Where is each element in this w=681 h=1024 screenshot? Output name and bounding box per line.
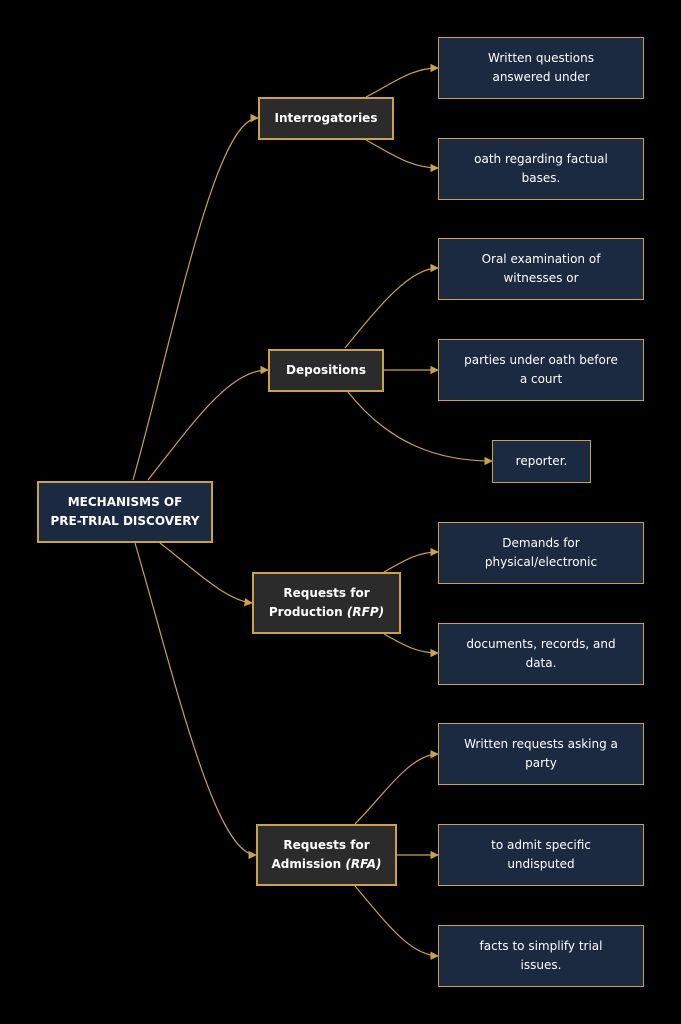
leaf-text-line2: data.	[525, 656, 557, 670]
leaf-text-line1: to admit specific	[491, 838, 591, 852]
leaf-text-line1: Demands for	[502, 536, 580, 550]
branch-depositions: Depositions	[268, 349, 384, 392]
leaf-text-line1: oath regarding factual	[474, 152, 608, 166]
leaf-rfa-1: Written requests asking a party	[438, 723, 644, 785]
leaf-interrogatories-2: oath regarding factual bases.	[438, 138, 644, 200]
leaf-rfa-2: to admit specific undisputed	[438, 824, 644, 886]
leaf-text-line1: Written requests asking a	[464, 737, 618, 751]
edge-rfa-leaf-3	[354, 885, 439, 960]
root-label-line2: PRE-TRIAL DISCOVERY	[50, 514, 200, 528]
root-node: MECHANISMS OF PRE-TRIAL DISCOVERY	[37, 481, 213, 543]
branch-rfp-abbr: (RFP)	[346, 605, 385, 619]
leaf-text-line2: physical/electronic	[484, 555, 598, 569]
branch-interrogatories: Interrogatories	[258, 97, 394, 140]
edge-interrogatories-leaf-2	[365, 139, 439, 173]
root-label-line1: MECHANISMS OF	[67, 495, 183, 509]
branch-rfp-label-line1: Requests for	[283, 586, 370, 600]
leaf-text-line1: documents, records, and	[466, 637, 616, 651]
edge-depositions-leaf-3	[347, 391, 493, 466]
edge-rfp-leaf-2	[383, 633, 439, 658]
leaf-interrogatories-1: Written questions answered under	[438, 37, 644, 99]
branch-interrogatories-label: Interrogatories	[274, 111, 378, 125]
leaf-rfp-2: documents, records, and data.	[438, 623, 644, 685]
leaf-text-line2: issues.	[520, 958, 562, 972]
edge-depositions-leaf-1	[344, 263, 439, 349]
edge-interrogatories-leaf-1	[365, 63, 439, 98]
leaf-depositions-3: reporter.	[492, 440, 591, 483]
branch-rfa-label-line1: Requests for	[283, 838, 370, 852]
branch-rfp: Requests for Production (RFP)	[252, 572, 401, 634]
leaf-text-line1: Written questions	[488, 51, 594, 65]
branch-rfa-label-line2: Admission	[271, 857, 342, 871]
branch-depositions-label: Depositions	[286, 363, 366, 377]
edge-rfp-leaf-1	[383, 547, 439, 573]
leaf-depositions-2: parties under oath before a court	[438, 339, 644, 401]
leaf-text-line1: Oral examination of	[481, 252, 601, 266]
leaf-rfp-1: Demands for physical/electronic	[438, 522, 644, 584]
branch-rfp-label-line2: Production	[268, 605, 343, 619]
leaf-text-line2: party	[525, 756, 557, 770]
leaf-text-line1: parties under oath before	[464, 353, 618, 367]
edge-rfa-leaf-1	[354, 750, 439, 825]
leaf-text-line2: undisputed	[507, 857, 575, 871]
leaf-text-line2: witnesses or	[503, 271, 579, 285]
edge-root-depositions	[147, 365, 269, 481]
leaf-text-line2: answered under	[492, 70, 590, 84]
leaf-rfa-3: facts to simplify trial issues.	[438, 925, 644, 987]
leaf-depositions-1: Oral examination of witnesses or	[438, 238, 644, 300]
leaf-text-line2: a court	[519, 372, 563, 386]
branch-rfa-abbr: (RFA)	[345, 857, 382, 871]
edge-root-interrogatories	[132, 113, 259, 481]
edge-root-rfp	[159, 542, 253, 607]
leaf-text-line1: reporter.	[515, 454, 568, 468]
leaf-text-line2: bases.	[521, 171, 561, 185]
leaf-text-line1: facts to simplify trial	[479, 939, 603, 953]
edge-root-rfa	[134, 542, 257, 860]
branch-rfa: Requests for Admission (RFA)	[256, 824, 397, 886]
